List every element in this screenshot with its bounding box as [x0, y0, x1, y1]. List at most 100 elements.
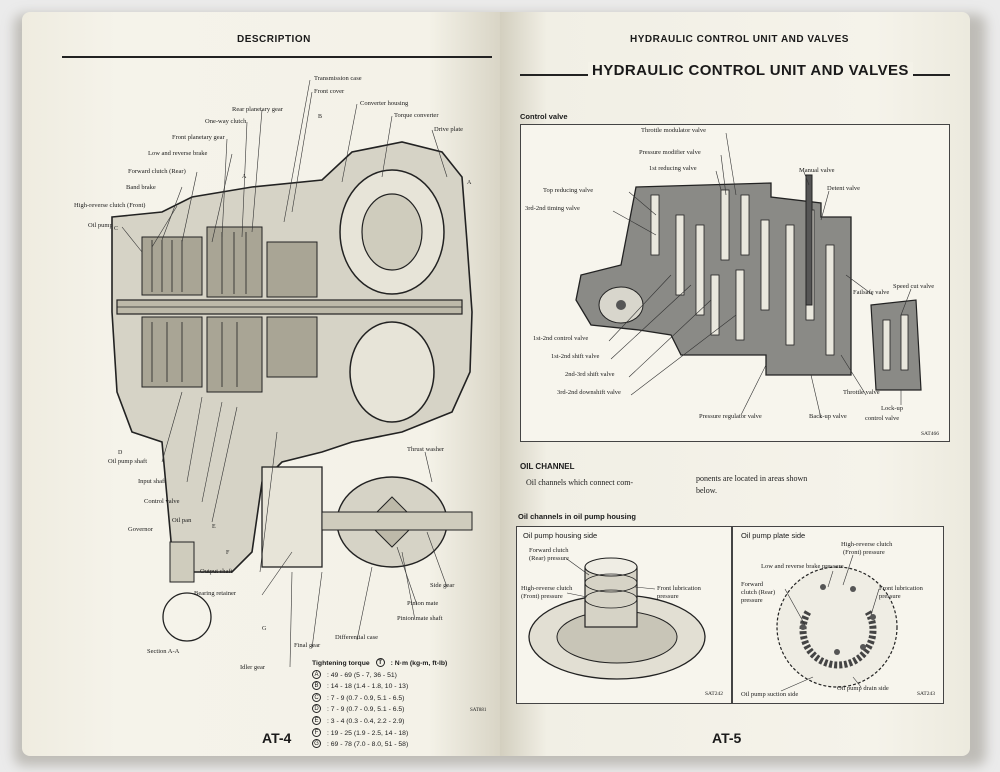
oil-pump-housing-drawing [528, 557, 706, 680]
label-band-brake: Band brake [126, 184, 156, 191]
torque-key: G [312, 739, 321, 749]
label-plate-forward-3: pressure [741, 597, 763, 604]
label-front-cover: Front cover [314, 88, 345, 95]
oil-channel-text-1: Oil channels which connect com- [526, 478, 634, 487]
callout-c: C [114, 226, 119, 232]
label-governor: Governor [128, 526, 153, 533]
label-shift-1-2: 1st-2nd shift valve [551, 353, 600, 360]
right-page-number: AT-5 [712, 730, 742, 746]
label-manual-valve: Manual valve [799, 167, 835, 174]
label-one-way-clutch: One-way clutch [205, 118, 247, 125]
oil-pump-housing-side-figure: Oil pump housing side Forward clutch (Re… [516, 526, 732, 704]
label-high-reverse-2: (Front) pressure [521, 593, 563, 600]
torque-value: : 69 - 78 (7.0 - 8.0, 51 - 58) [327, 741, 409, 749]
callout-e: E [212, 524, 216, 530]
label-plate-drain: Oil pump drain side [837, 685, 889, 692]
torque-key: A [312, 669, 321, 679]
callout-a-top: A [242, 174, 247, 180]
torque-key: E [312, 715, 321, 725]
label-plate-front-lube-2: pressure [879, 593, 901, 600]
torque-row: F : 19 - 25 (1.9 - 2.5, 14 - 18) [312, 727, 447, 740]
left-running-header: DESCRIPTION [237, 34, 311, 45]
label-forward-clutch-2: (Rear) pressure [529, 555, 569, 562]
label-speed-cut: Speed cut valve [893, 283, 935, 290]
label-front-lube-2: pressure [657, 593, 679, 600]
right-running-header: HYDRAULIC CONTROL UNIT AND VALVES [630, 34, 849, 45]
housing-side-title: Oil pump housing side [523, 531, 598, 540]
label-front-planetary-gear: Front planetary gear [172, 134, 225, 141]
torque-key: F [312, 727, 321, 737]
label-differential-case: Differential case [335, 634, 379, 641]
label-timing-3-2: 3rd-2nd timing valve [525, 205, 580, 212]
torque-value: : 19 - 25 (1.9 - 2.5, 14 - 18) [327, 729, 409, 737]
callout-a-right: A [467, 180, 472, 186]
torque-value: : 49 - 69 (5 - 7, 36 - 51) [327, 671, 397, 679]
label-first-reducing: 1st reducing valve [649, 165, 697, 172]
label-plate-forward-2: clutch (Rear) [741, 589, 776, 596]
torque-row: E : 3 - 4 (0.3 - 0.4, 2.2 - 2.9) [312, 715, 447, 728]
label-throttle-modulator: Throttle modulator valve [641, 127, 706, 134]
torque-row: B: 14 - 18 (1.4 - 1.8, 10 - 13) [312, 681, 447, 693]
label-output-shaft: Output shaft [200, 568, 233, 575]
torque-value: : 7 - 9 (0.7 - 0.9, 5.1 - 6.5) [327, 706, 405, 714]
figure-code-sat242: SAT242 [705, 691, 724, 697]
label-high-reverse-1: High-reverse clutch [521, 585, 573, 592]
torque-row: D : 7 - 9 (0.7 - 0.9, 5.1 - 6.5) [312, 704, 447, 716]
figure-code-sat466: SAT466 [921, 431, 940, 437]
label-oil-pump-shaft: Oil pump shaft [108, 458, 147, 465]
oil-channel-text-3: below. [696, 486, 718, 495]
label-plate-suction: Oil pump suction side [741, 691, 799, 698]
label-transmission-case: Transmission case [314, 75, 362, 82]
oil-pump-housing-heading: Oil channels in oil pump housing [518, 512, 636, 521]
label-failsafe: Failsafe valve [853, 289, 890, 296]
label-top-reducing: Top reducing valve [543, 187, 594, 194]
oil-channel-text-2: ponents are located in areas shown [696, 474, 808, 483]
label-detent-valve: Detent valve [827, 185, 861, 192]
figure-code-sat243: SAT243 [917, 691, 936, 697]
label-low-reverse-brake: Low and reverse brake [148, 150, 208, 157]
transmission-cross-section-drawing [111, 79, 473, 668]
label-side-gear: Side gear [430, 582, 455, 589]
callout-g: G [262, 626, 267, 632]
left-header-rule [62, 56, 492, 58]
label-downshift-3-2: 3rd-2nd downshift valve [557, 389, 621, 396]
label-control-valve: Control valve [144, 498, 180, 505]
label-oil-pan: Oil pan [172, 517, 192, 524]
page-title: HYDRAULIC CONTROL UNIT AND VALVES [588, 62, 913, 79]
torque-row: A : 49 - 69 (5 - 7, 36 - 51) [312, 669, 447, 682]
tightening-torque-table: Tightening torque T : N·m (kg-m, ft-lb) … [312, 658, 447, 751]
torque-key: C [312, 692, 321, 702]
torque-row: G : 69 - 78 (7.0 - 8.0, 51 - 58) [312, 739, 447, 751]
label-control-1-2: 1st-2nd control valve [533, 335, 589, 342]
oil-pump-plate-drawing [776, 554, 898, 692]
label-plate-low-reverse: Low and reverse brake pressure [761, 563, 844, 570]
oil-channel-heading: OIL CHANNEL [520, 462, 575, 471]
label-plate-forward-1: Forward [741, 581, 764, 588]
label-pinion-mate: Pinion mate [407, 600, 439, 607]
callout-b: B [318, 114, 323, 120]
torque-unit: : N·m (kg-m, ft-lb) [390, 660, 448, 667]
label-pinion-mate-shaft: Pinion mate shaft [397, 615, 443, 622]
label-rear-planetary-gear: Rear planetary gear [232, 106, 283, 113]
label-final-gear: Final gear [294, 642, 321, 649]
label-front-lube-1: Front lubrication [657, 585, 701, 592]
figure-code-left: SAT881 [470, 708, 487, 713]
label-shift-2-3: 2nd-3rd shift valve [565, 371, 615, 378]
label-pressure-modifier: Pressure modifier valve [639, 149, 701, 156]
label-plate-front-lube-1: Front lubrication [879, 585, 923, 592]
label-forward-clutch-rear: Forward clutch (Rear) [128, 168, 186, 175]
label-throttle-valve: Throttle valve [843, 389, 880, 396]
torque-heading-row: Tightening torque T : N·m (kg-m, ft-lb) [312, 658, 447, 670]
torque-value: : 3 - 4 (0.3 - 0.4, 2.2 - 2.9) [327, 717, 405, 725]
control-valve-heading: Control valve [520, 112, 568, 121]
control-valve-figure: Throttle modulator valve Pressure modifi… [520, 124, 950, 442]
torque-key: D [312, 704, 321, 714]
torque-symbol: T [375, 658, 385, 667]
control-valve-drawing [575, 132, 922, 419]
label-idler-gear: Idler gear [240, 664, 266, 671]
label-thrust-washer: Thrust washer [407, 446, 445, 453]
label-back-up: Back-up valve [809, 413, 847, 420]
label-pressure-regulator: Pressure regulator valve [699, 413, 762, 420]
label-plate-high-reverse-2: (Front) pressure [843, 549, 885, 556]
left-page: DESCRIPTION [22, 12, 500, 756]
